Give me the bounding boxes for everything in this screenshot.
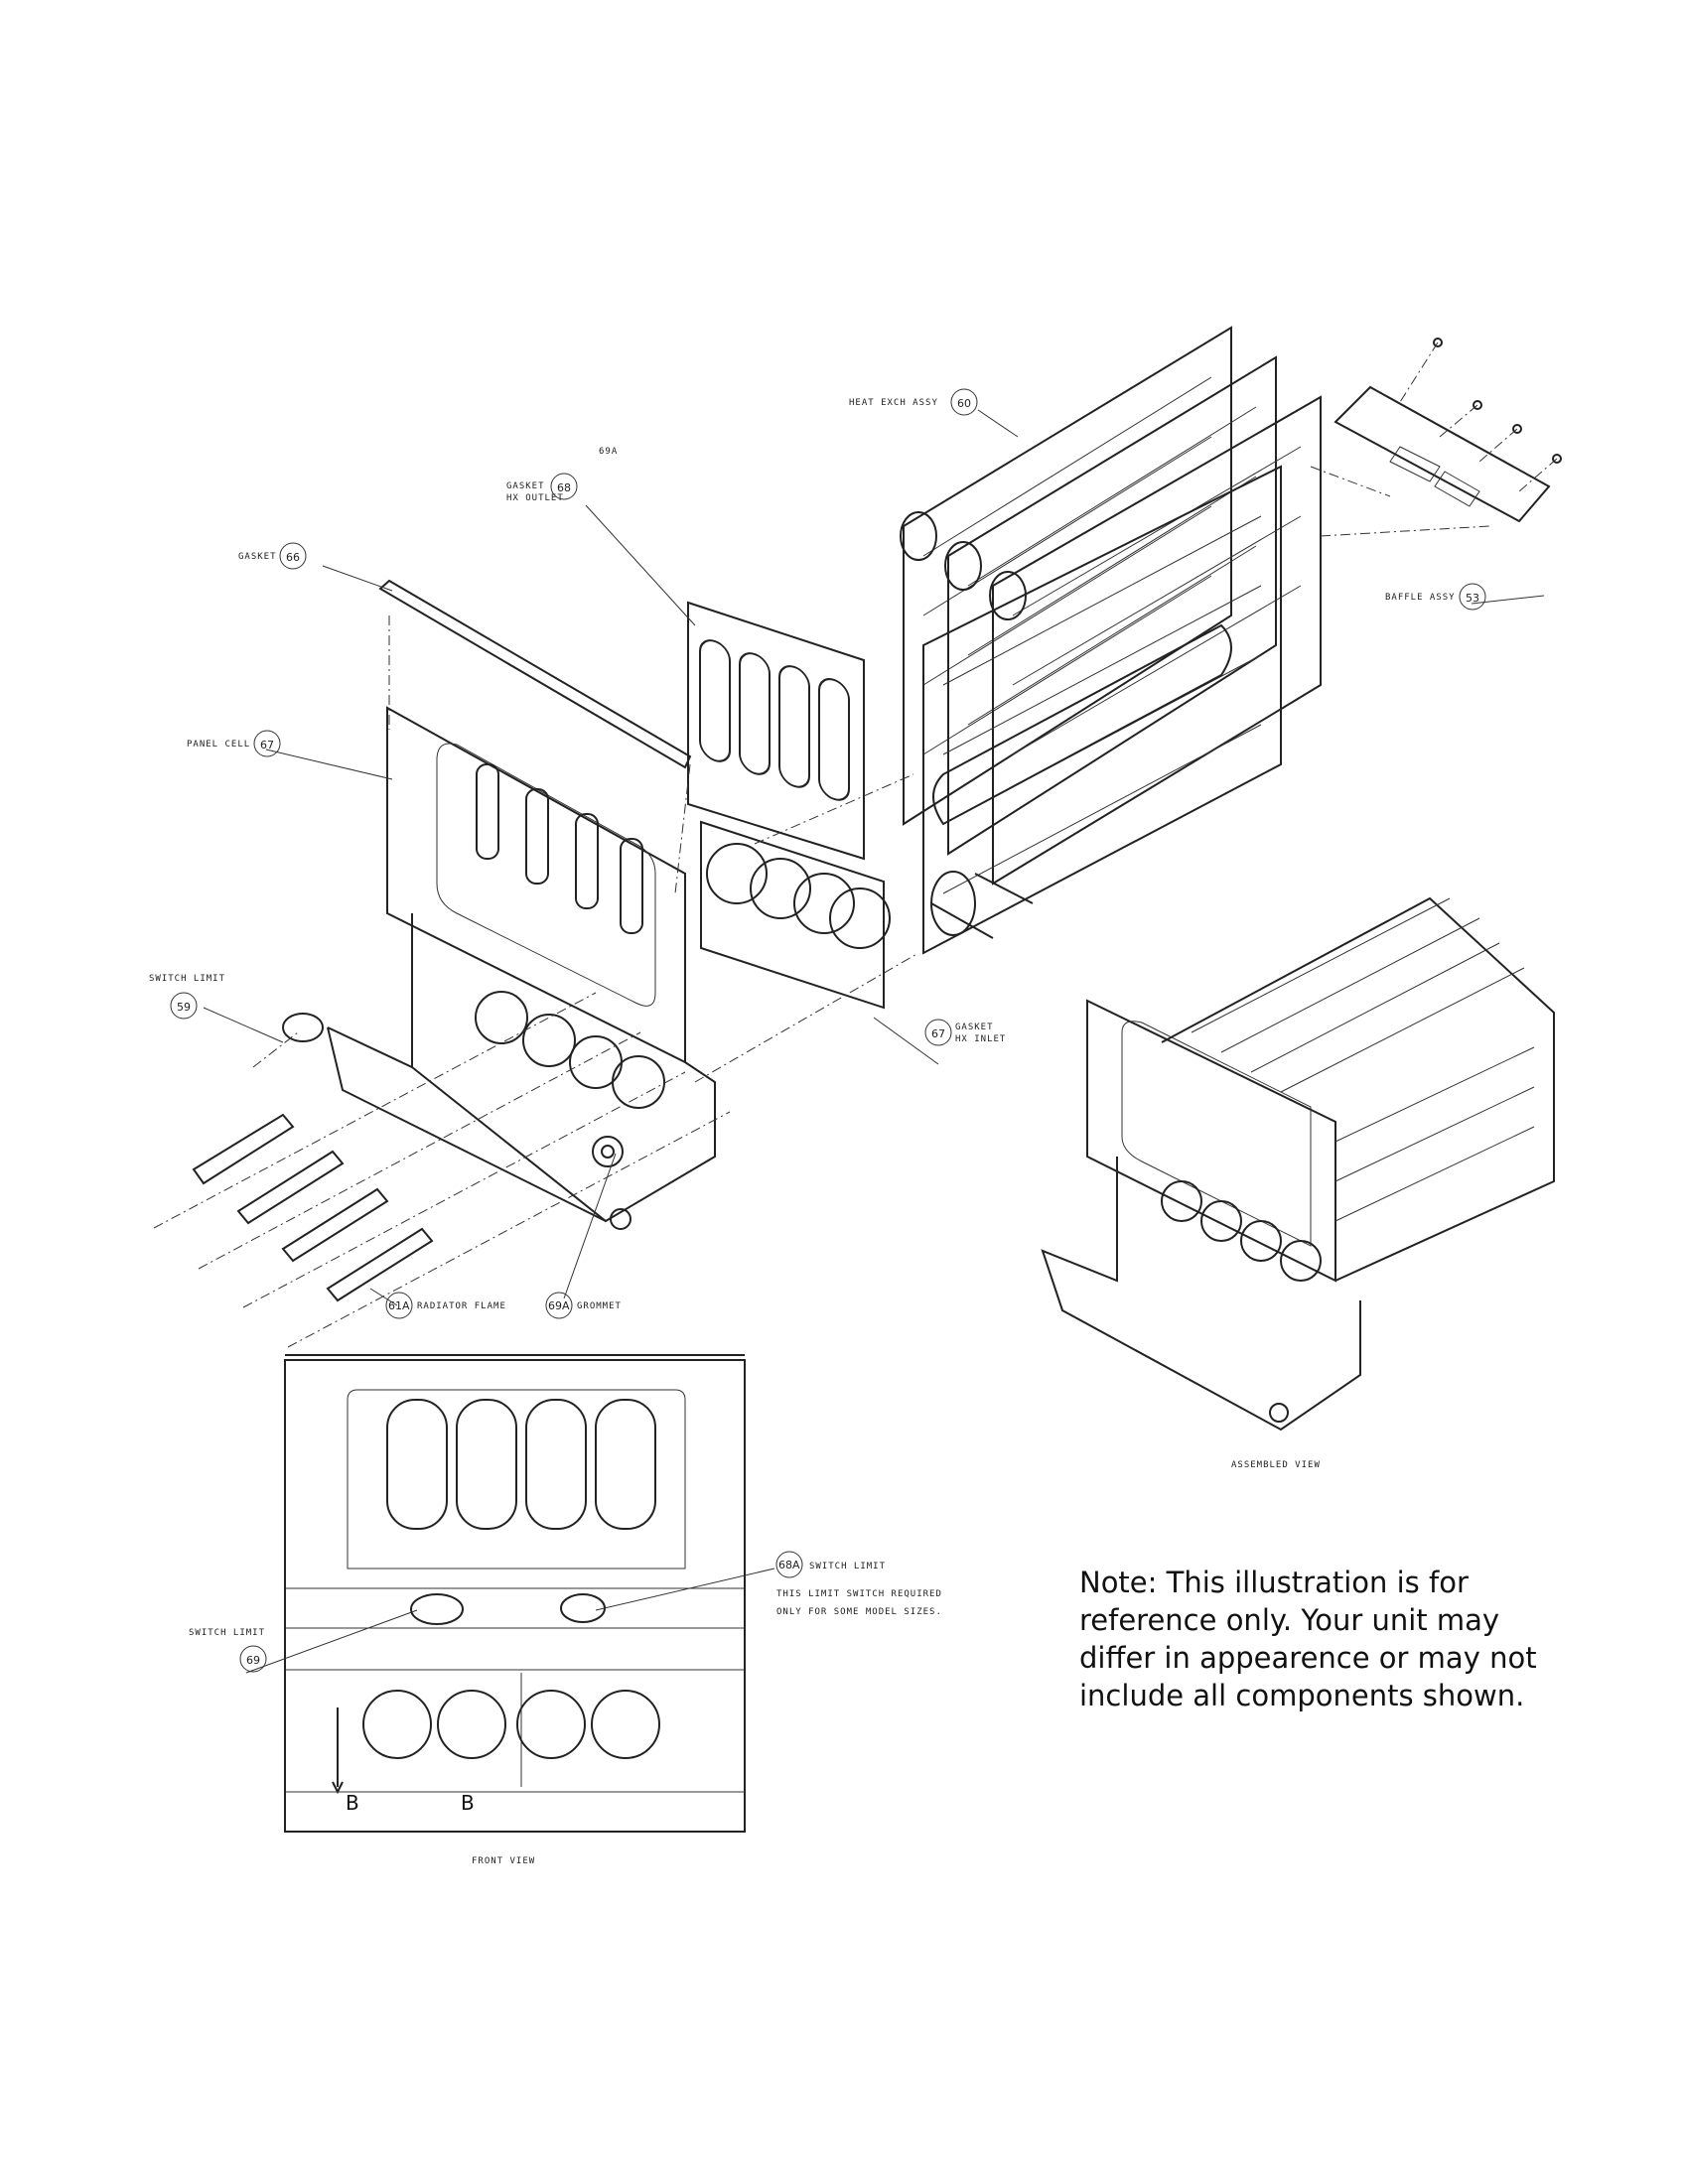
gasket-hx-outlet-label-2: HX OUTLET [506, 493, 564, 503]
radiator-flames [153, 992, 731, 1348]
heat-exchanger-cell-4 [922, 465, 1282, 955]
gasket-strip [378, 579, 692, 769]
panel-cell-label: PANEL CELL [187, 740, 250, 750]
panel-cell [327, 706, 716, 1223]
gasket-label: GASKET [238, 552, 277, 562]
gasket-hx-outlet-number: 68 [557, 481, 571, 494]
gasket-hx-inlet-label-2: HX INLET [955, 1034, 1006, 1044]
note-line-3: differ in appearence or may not [1079, 1641, 1537, 1675]
grommet-label: GROMMET [577, 1301, 622, 1311]
panel-cell-number: 67 [260, 739, 274, 751]
gasket-hx-outlet-label-1: GASKET [506, 481, 545, 491]
radiator-flame-label: RADIATOR FLAME [417, 1301, 506, 1311]
reference-note: Note: This illustration is for reference… [1079, 1564, 1546, 1714]
heat-exch-assy-number: 60 [957, 397, 971, 410]
switch-limit-68a-label: SWITCH LIMIT [809, 1562, 886, 1571]
limit-note-line-1: THIS LIMIT SWITCH REQUIRED [776, 1589, 942, 1599]
section-b-right: B [461, 1791, 475, 1815]
switch-limit-front-number: 69 [246, 1654, 260, 1667]
baffle-assy-number: 53 [1466, 592, 1479, 605]
front-view-label: FRONT VIEW [472, 1856, 535, 1866]
heat-exch-assy-label: HEAT EXCH ASSY [849, 398, 938, 408]
switch-limit-68a-number: 68A [778, 1559, 800, 1571]
switch-limit-front-label: SWITCH LIMIT [189, 1628, 265, 1638]
heat-exchanger-cell-3 [989, 395, 1322, 886]
callout-labels: HEAT EXCH ASSY 60 69A GASKET HX OUTLET 6… [149, 388, 1486, 1866]
baffle-assembly [1310, 338, 1562, 537]
alignment-lines [203, 409, 1545, 1306]
switch-limit-label: SWITCH LIMIT [149, 974, 225, 984]
radiator-flame-number: 61A [388, 1299, 410, 1312]
grommet-number: 69A [548, 1299, 570, 1312]
switch-limit-number: 59 [177, 1001, 191, 1014]
baffle-assy-label: BAFFLE ASSY [1385, 593, 1456, 603]
note-line-2: reference only. Your unit may [1079, 1603, 1500, 1637]
code-69a-label: 69A [599, 447, 618, 457]
limit-note-line-2: ONLY FOR SOME MODEL SIZES. [776, 1607, 942, 1617]
grommet-part [592, 1136, 632, 1230]
note-line-4: include all components shown. [1079, 1679, 1525, 1712]
gasket-hx-inlet-label-1: GASKET [955, 1023, 994, 1032]
assembled-view-label: ASSEMBLED VIEW [1231, 1460, 1321, 1470]
heat-exchanger-inlet-tube [930, 871, 976, 936]
section-b-left: B [346, 1791, 359, 1815]
assembled-view-drawing [1041, 896, 1555, 1432]
heat-exchanger-assembly [900, 326, 1322, 955]
gasket-number: 66 [286, 551, 300, 564]
front-view-drawing [245, 1354, 775, 1833]
gasket-hx-inlet-number: 67 [931, 1027, 945, 1040]
note-line-1: Note: This illustration is for [1079, 1566, 1469, 1599]
gasket-hx-outlet [687, 601, 865, 861]
gasket-hx-inlet [700, 820, 891, 1010]
heat-exchanger-cell-2 [944, 355, 1277, 856]
switch-limit-part [252, 1013, 324, 1068]
heat-exchanger-cell-1 [900, 326, 1232, 826]
